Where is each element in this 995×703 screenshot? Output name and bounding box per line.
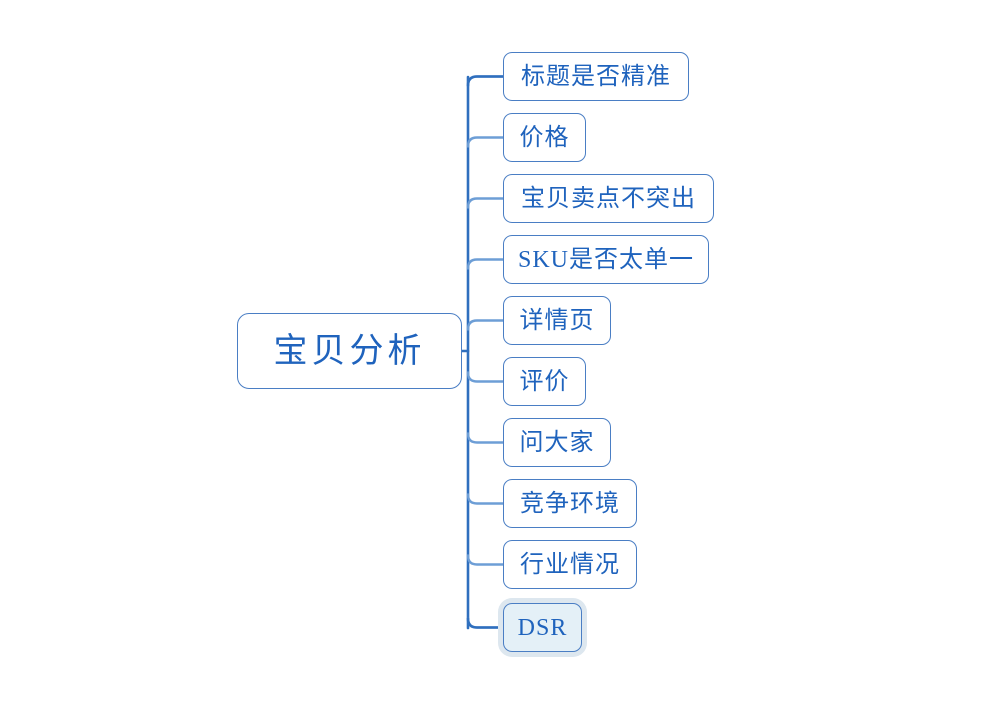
central-node-label: 宝贝分析 xyxy=(273,332,426,370)
branch-node-1[interactable]: 标题是否精准 xyxy=(503,52,689,101)
branch-node-label-1: 标题是否精准 xyxy=(521,62,671,90)
branch-node-label-5: 详情页 xyxy=(519,306,595,334)
branch-node-9[interactable]: 行业情况 xyxy=(503,540,637,589)
connector-segment xyxy=(466,617,505,629)
branch-node-10[interactable]: DSR xyxy=(503,603,582,652)
connector-segment xyxy=(466,136,505,148)
central-node[interactable]: 宝贝分析 xyxy=(237,313,462,389)
connector-segment xyxy=(466,617,505,629)
branch-node-label-2: 价格 xyxy=(519,123,570,151)
branch-node-8[interactable]: 竞争环境 xyxy=(503,479,637,528)
branch-node-label-7: 问大家 xyxy=(519,428,595,456)
connector-segment xyxy=(466,75,505,87)
branch-node-label-6: 评价 xyxy=(519,367,570,395)
connector-segment xyxy=(466,554,505,566)
branch-node-label-10: DSR xyxy=(517,614,568,641)
branch-node-3[interactable]: 宝贝卖点不突出 xyxy=(503,174,714,223)
branch-node-label-9: 行业情况 xyxy=(520,550,620,578)
branch-node-label-8: 竞争环境 xyxy=(520,489,620,517)
connector-segment xyxy=(466,258,505,270)
branch-node-7[interactable]: 问大家 xyxy=(503,418,611,467)
branch-node-6[interactable]: 评价 xyxy=(503,357,586,406)
connector-segment xyxy=(466,197,505,209)
branch-node-4[interactable]: SKU是否太单一 xyxy=(503,235,709,284)
connector-segment xyxy=(466,432,505,444)
branch-node-label-4: SKU是否太单一 xyxy=(517,246,694,273)
branch-node-5[interactable]: 详情页 xyxy=(503,296,611,345)
connector-segment xyxy=(466,493,505,505)
branch-node-2[interactable]: 价格 xyxy=(503,113,586,162)
connector-segment xyxy=(466,319,505,331)
connector-segment xyxy=(466,75,505,87)
connector-segment xyxy=(466,371,505,383)
branch-node-label-3: 宝贝卖点不突出 xyxy=(521,184,696,212)
